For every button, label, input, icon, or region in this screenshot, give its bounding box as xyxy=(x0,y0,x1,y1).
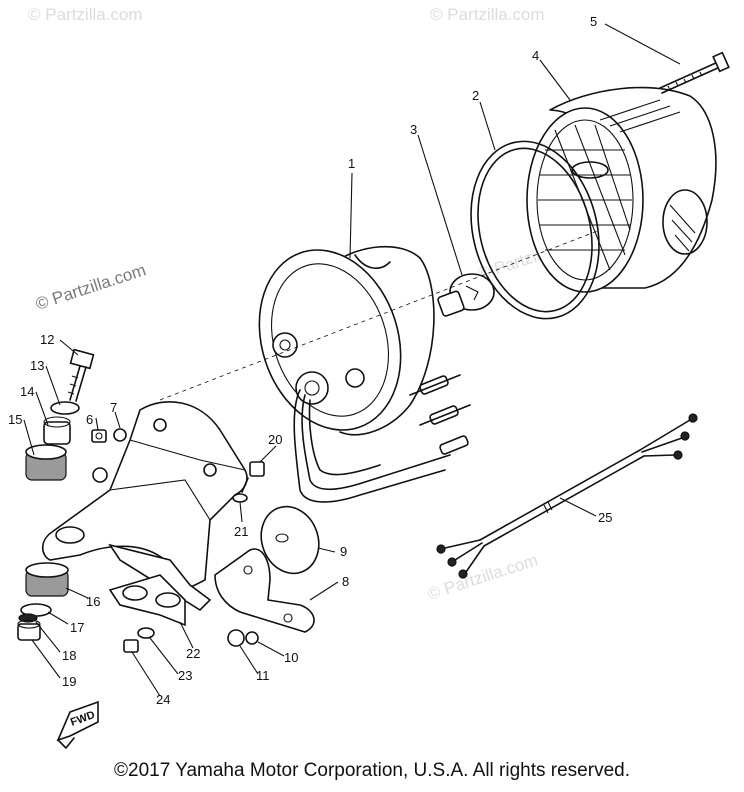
callout-24: 24 xyxy=(156,692,170,707)
watermark-top-left: © Partzilla.com xyxy=(28,5,143,24)
callout-3: 3 xyxy=(410,122,417,137)
callout-17: 17 xyxy=(70,620,84,635)
axis-line xyxy=(159,229,601,401)
callout-23: 23 xyxy=(178,668,192,683)
leader-lines xyxy=(23,23,681,697)
callout-1: 1 xyxy=(348,156,355,171)
nut-part-11 xyxy=(227,629,245,647)
bolt-part-20 xyxy=(241,461,265,493)
copyright-notice: ©2017 Yamaha Motor Corporation, U.S.A. A… xyxy=(114,760,630,781)
nut-part-24 xyxy=(123,639,139,653)
lamp-wires xyxy=(293,374,471,503)
callout-14: 14 xyxy=(20,384,34,399)
screw-part-5 xyxy=(659,51,730,94)
watermark-top-center: © Partzilla.com xyxy=(430,5,545,24)
callout-6: 6 xyxy=(86,412,93,427)
wire-harness-part-25 xyxy=(436,413,698,579)
callout-16: 16 xyxy=(86,594,100,609)
callout-7: 7 xyxy=(110,400,117,415)
callout-4: 4 xyxy=(532,48,539,63)
callout-numbers: 1 2 3 4 5 6 7 8 9 10 11 12 13 14 15 16 1… xyxy=(8,14,612,707)
nut-part-19 xyxy=(17,619,41,641)
callout-10: 10 xyxy=(284,650,298,665)
callout-13: 13 xyxy=(30,358,44,373)
washer-part-23 xyxy=(137,627,155,639)
watermark-lower-right: © Partzilla.com xyxy=(425,550,540,603)
plate-bracket-part-8 xyxy=(214,548,315,633)
callout-18: 18 xyxy=(62,648,76,663)
forward-arrow: FWD xyxy=(56,700,99,749)
bolt-part-12 xyxy=(67,348,95,402)
callout-2: 2 xyxy=(472,88,479,103)
callout-15: 15 xyxy=(8,412,22,427)
bulb-part-3 xyxy=(437,273,495,317)
washer-part-10 xyxy=(245,631,259,645)
watermark-main: © Partzilla.com xyxy=(33,260,148,313)
gasket-ring-part-2 xyxy=(470,140,600,320)
callout-21: 21 xyxy=(234,524,248,539)
bolt-part-6 xyxy=(91,429,107,443)
lamp-body-part-1 xyxy=(258,245,435,436)
callout-25: 25 xyxy=(598,510,612,525)
collar-part-14 xyxy=(43,416,71,445)
callout-20: 20 xyxy=(268,432,282,447)
callout-9: 9 xyxy=(340,544,347,559)
callout-22: 22 xyxy=(186,646,200,661)
callout-19: 19 xyxy=(62,674,76,689)
callout-11: 11 xyxy=(256,668,270,683)
washer-part-21 xyxy=(232,493,248,503)
damper-part-16 xyxy=(25,562,69,597)
grommet-part-9 xyxy=(260,505,320,575)
callout-5: 5 xyxy=(590,14,597,29)
plate-part-22 xyxy=(108,574,186,627)
washer-part-7 xyxy=(113,428,127,442)
lens-housing-part-4 xyxy=(526,86,717,293)
damper-part-15 xyxy=(25,444,67,481)
callout-8: 8 xyxy=(342,574,349,589)
callout-12: 12 xyxy=(40,332,54,347)
washer-part-13 xyxy=(50,401,80,415)
